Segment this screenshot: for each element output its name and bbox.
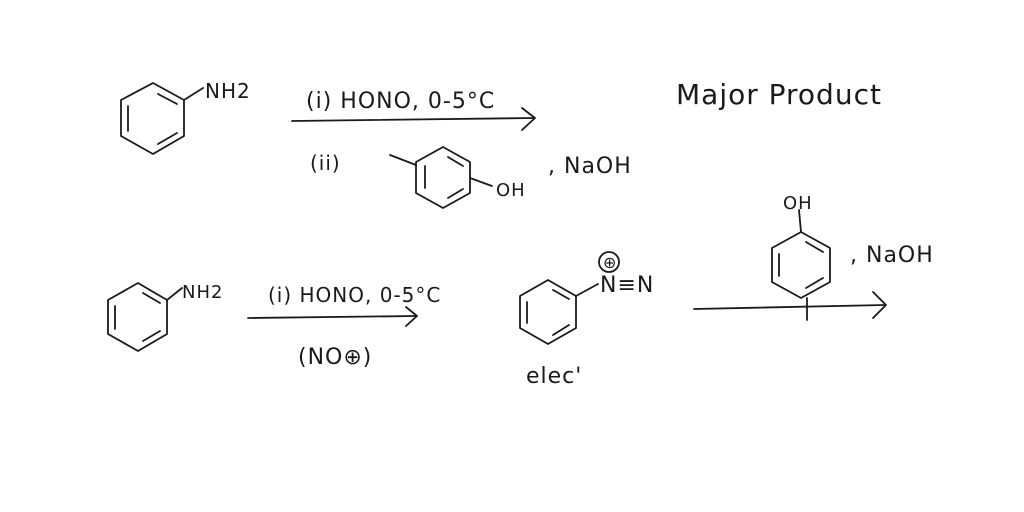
major-product-label: Major Product [676, 78, 882, 111]
reaction-arrow-3 [693, 291, 887, 319]
naoh-label-1: , NaOH [548, 154, 632, 179]
electrophile-label: elec' [526, 364, 582, 389]
reagent-step-1-label-2: (i) HONO, 0-5°C [268, 283, 441, 307]
reagent-step-1-label-1: (i) HONO, 0-5°C [306, 89, 495, 114]
amine-group-label-2: NH2 [182, 282, 223, 303]
diazonium-group-label: N≡N [600, 273, 654, 298]
reagent-step-2-prefix: (ii) [310, 151, 341, 175]
positive-charge-symbol: ⊕ [603, 253, 617, 272]
positive-charge-circle [598, 251, 620, 273]
naoh-label-2: , NaOH [850, 243, 934, 268]
phenol-oh-label-2: OH [783, 193, 813, 214]
reaction-arrow-2 [247, 306, 418, 327]
phenol-oh-label-1: OH [496, 180, 526, 201]
amine-group-label-1: NH2 [205, 79, 251, 103]
aniline-ring-2 [107, 282, 183, 352]
reaction-arrow-1 [291, 107, 536, 131]
diazonium-ring [519, 279, 599, 345]
phenol-ring [771, 209, 831, 321]
p-cresol-ring [389, 146, 493, 209]
aniline-ring-1 [120, 82, 204, 155]
nitrosonium-note: (NO⊕) [298, 345, 372, 370]
